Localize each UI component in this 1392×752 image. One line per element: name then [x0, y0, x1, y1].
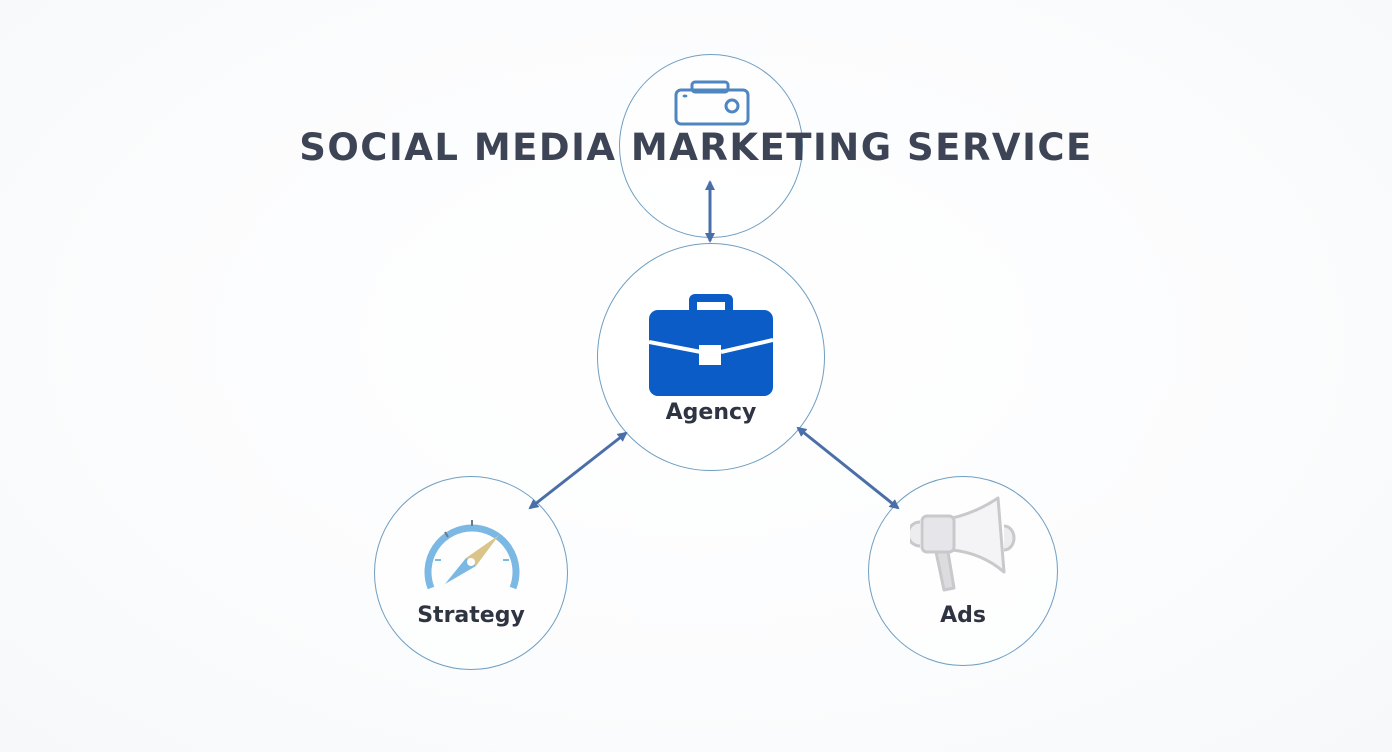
agency-label: Agency [665, 400, 757, 425]
compass-gauge-icon [424, 520, 520, 590]
strategy-label: Strategy [417, 603, 525, 628]
briefcase-icon [649, 294, 773, 396]
arrow-center-strategy [528, 431, 628, 510]
arrow-center-ads [796, 426, 900, 510]
megaphone-icon [910, 496, 1016, 592]
camera-icon [674, 80, 750, 126]
node-ads [868, 476, 1058, 666]
ads-label: Ads [940, 603, 986, 628]
page-title: SOCIAL MEDIA MARKETING SERVICE [299, 126, 1093, 169]
